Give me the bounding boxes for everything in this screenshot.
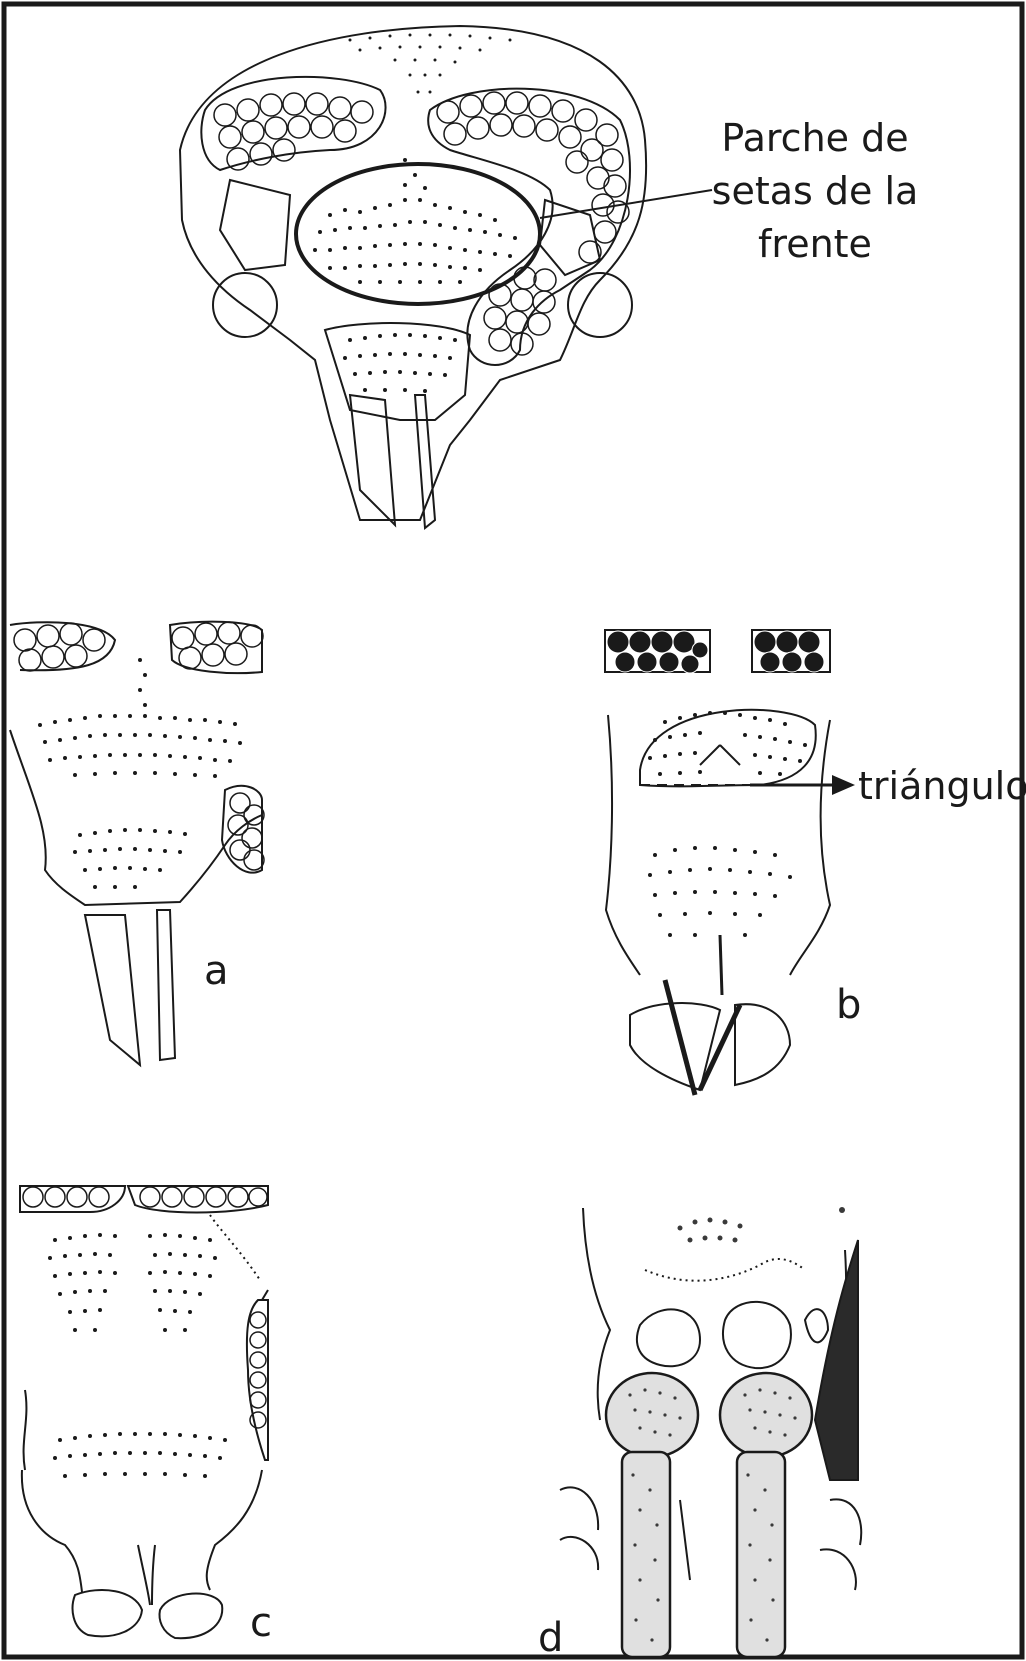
triangulo-label: triángulo xyxy=(858,764,1026,808)
panel-c-dotted-suture xyxy=(210,1215,260,1280)
panel-b-setae xyxy=(648,711,807,937)
panel-d-dotted-suture xyxy=(645,1259,805,1281)
panel-b-labrum-right xyxy=(735,1004,790,1085)
panel-c-median-notch xyxy=(138,1545,155,1605)
panel-d-label: d xyxy=(538,1615,563,1661)
panel-a-right-stylet xyxy=(157,910,175,1060)
panel-a-left-stylet xyxy=(85,915,140,1065)
panel-d-antenna-socket-right xyxy=(723,1302,791,1368)
panel-b-outline xyxy=(606,715,830,975)
panel-d-leg-left xyxy=(560,1487,598,1570)
triangulo-arrow xyxy=(750,775,855,795)
right-antenna-socket xyxy=(568,273,632,337)
callout-label-line-3: frente xyxy=(700,218,930,271)
panel-d-pedicel-right xyxy=(720,1373,812,1457)
panel-d-scape-right-extra xyxy=(805,1309,828,1342)
frontal-setae-patch-ellipse xyxy=(296,164,540,304)
main-setae-dots xyxy=(313,34,517,394)
panel-d-head-left-margin xyxy=(583,1208,610,1420)
panel-b-median-line xyxy=(720,935,722,995)
panel-a-setae xyxy=(38,658,242,889)
panel-d-right-eye xyxy=(815,1240,858,1480)
panel-d-flagellum-left xyxy=(622,1452,670,1657)
panel-d-pedicel-left xyxy=(606,1373,698,1457)
panel-c-setae xyxy=(48,1233,227,1478)
frontal-setae-patch-label: Parche de setas de la frente xyxy=(700,112,930,271)
panel-a-label: a xyxy=(204,948,229,994)
panel-b-drawing xyxy=(605,630,830,1095)
panel-d-leg-right xyxy=(820,1499,861,1590)
left-antenna-base xyxy=(220,180,290,270)
panel-d-flagellum-right xyxy=(737,1452,785,1657)
callout-label-line-1: Parche de xyxy=(700,112,930,165)
panel-a-drawing xyxy=(10,622,262,1065)
panel-c-facets xyxy=(23,1187,267,1428)
right-compound-eye xyxy=(428,89,630,365)
clypeus-outline xyxy=(325,323,470,420)
right-antenna-base xyxy=(540,200,600,275)
panel-c-labrum-left xyxy=(73,1590,142,1636)
callout-label-line-2: setas de la xyxy=(700,165,930,218)
panel-b-facets xyxy=(607,631,824,673)
panel-b-label: b xyxy=(836,982,861,1028)
panel-c-drawing xyxy=(20,1186,268,1638)
panel-b-triangle-apex xyxy=(700,745,740,765)
panel-d-antenna-socket-left xyxy=(637,1309,700,1366)
panel-c-label: c xyxy=(250,1600,272,1646)
panel-c-labrum-right xyxy=(160,1594,223,1639)
panel-d-drawing xyxy=(560,1208,861,1590)
left-antenna-socket xyxy=(213,273,277,337)
